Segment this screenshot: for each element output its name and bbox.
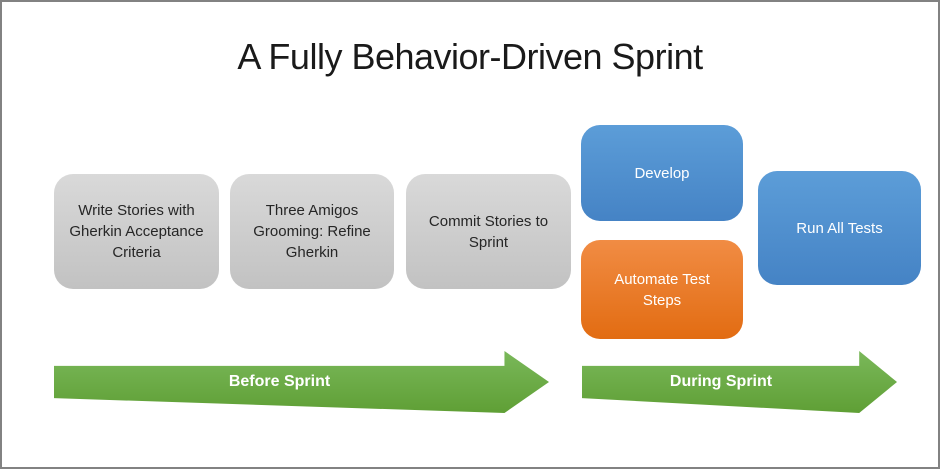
step-box-automate-test-steps: Automate Test Steps bbox=[581, 240, 743, 339]
step-label: Commit Stories to Sprint bbox=[428, 212, 549, 251]
step-box-three-amigos: Three Amigos Grooming: Refine Gherkin bbox=[230, 174, 394, 289]
step-label: Automate Test Steps bbox=[614, 270, 710, 309]
step-box-write-stories: Write Stories with Gherkin Acceptance Cr… bbox=[54, 174, 219, 289]
arrow-label: Before Sprint bbox=[228, 373, 331, 390]
step-label: Three Amigos Grooming: Refine Gherkin bbox=[253, 202, 371, 261]
step-label: Run All Tests bbox=[796, 219, 883, 237]
step-box-develop: Develop bbox=[581, 125, 743, 221]
before-sprint-arrow: Before Sprint bbox=[54, 351, 549, 413]
step-box-run-all-tests: Run All Tests bbox=[758, 171, 921, 285]
step-label: Write Stories with Gherkin Acceptance Cr… bbox=[69, 202, 204, 261]
step-box-commit-stories: Commit Stories to Sprint bbox=[406, 174, 571, 289]
during-sprint-arrow: During Sprint bbox=[582, 351, 897, 413]
arrow-label: During Sprint bbox=[669, 373, 773, 390]
slide-title: A Fully Behavior-Driven Sprint bbox=[237, 36, 703, 77]
step-label: Develop bbox=[634, 164, 690, 182]
